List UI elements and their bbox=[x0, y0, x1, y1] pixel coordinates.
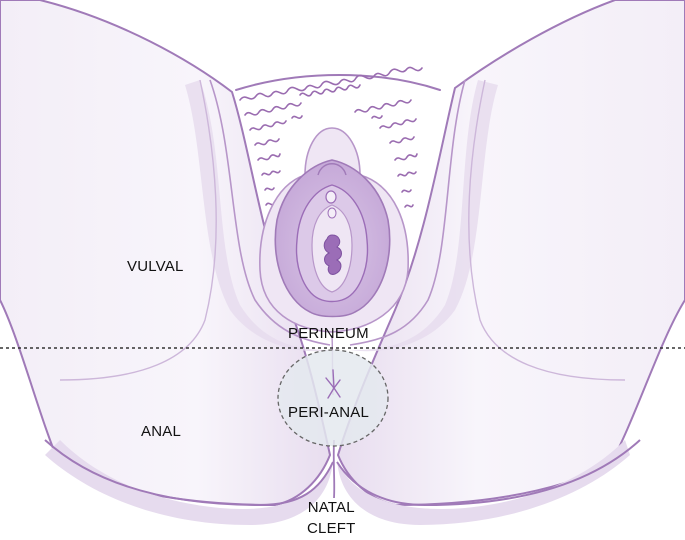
left-buttock bbox=[45, 440, 333, 525]
natal-cleft-label-line2: CLEFT bbox=[307, 520, 356, 537]
vulva bbox=[259, 127, 409, 333]
anus bbox=[325, 369, 341, 399]
left-thigh-fold bbox=[209, 79, 331, 346]
peri-anal-label: PERI-ANAL bbox=[288, 404, 369, 421]
left-outer-curve bbox=[59, 79, 217, 381]
body-silhouette bbox=[0, 0, 685, 525]
natal-cleft-label-line1: NATAL bbox=[307, 499, 355, 516]
anal-label: ANAL bbox=[141, 423, 181, 440]
clitoral-hood bbox=[317, 163, 347, 176]
pubic-hair bbox=[235, 66, 441, 208]
natal-cleft-label: NATAL CLEFT bbox=[307, 497, 356, 539]
right-outer-curve bbox=[468, 79, 626, 381]
perineum-label: PERINEUM bbox=[288, 325, 369, 342]
left-thigh-fold-shade bbox=[185, 80, 330, 352]
right-lower-contour bbox=[336, 439, 641, 507]
right-thigh-fold bbox=[349, 79, 466, 346]
peri-anal-region bbox=[277, 349, 389, 447]
vaginal-opening bbox=[323, 234, 342, 275]
peri-anal-circle bbox=[277, 349, 389, 447]
natal-cleft-line bbox=[332, 439, 336, 499]
vulval-label: VULVAL bbox=[127, 258, 184, 275]
clitoris bbox=[325, 190, 337, 204]
right-thigh-fold-shade bbox=[350, 80, 498, 352]
left-lower-contour bbox=[44, 439, 334, 507]
urethral-opening bbox=[327, 207, 337, 219]
